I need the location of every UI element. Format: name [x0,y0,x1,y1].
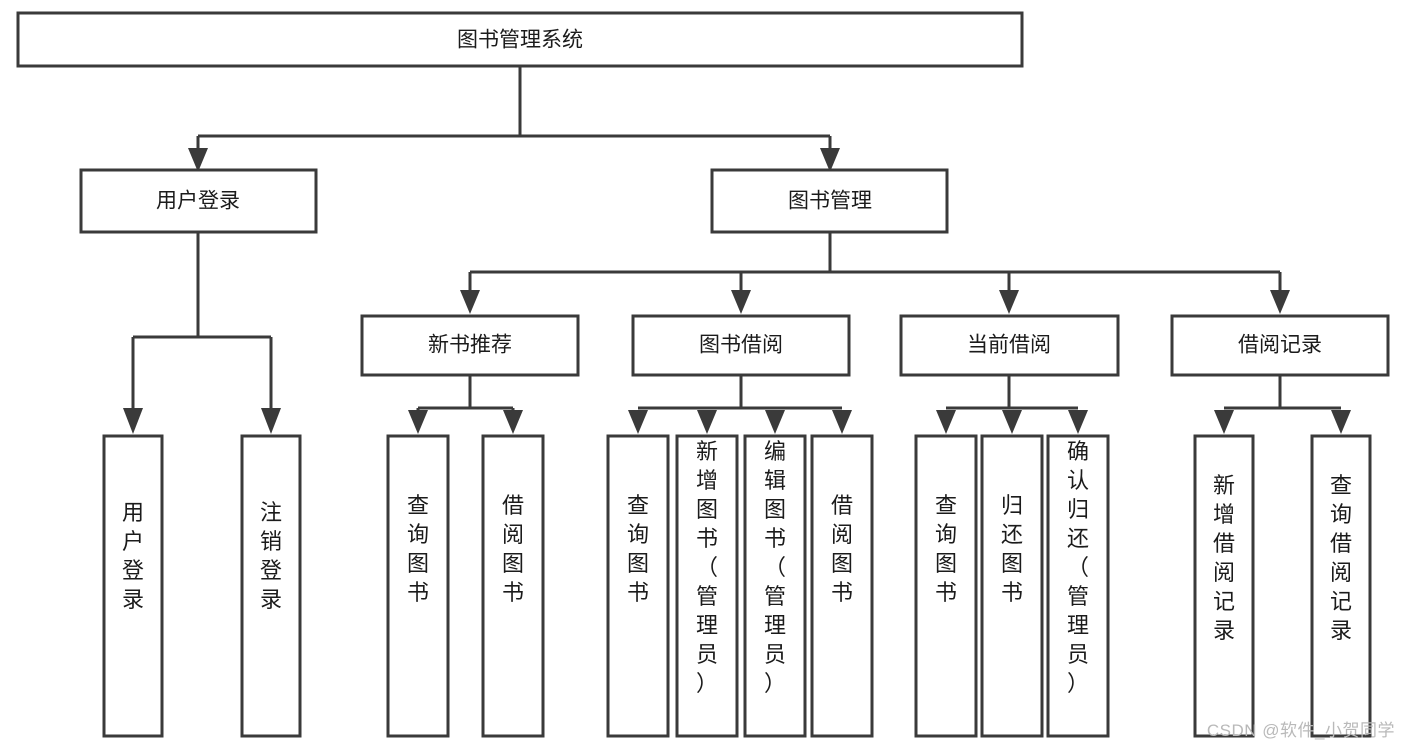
arrow-borrow-leaf-2 [697,410,717,434]
node-root-label: 图书管理系统 [457,29,583,52]
node-user-login-box[interactable] [79,168,318,234]
leaf-query-book-recommend[interactable]: 查询图书 [386,434,450,738]
node-book-borrow-label: 图书借阅 [699,334,783,357]
leaf-borrow-book[interactable]: 借阅图书 [810,434,874,738]
node-current-borrow[interactable]: 当前借阅 [899,314,1120,377]
arrow-book-mgmt-to-borrow [731,290,751,314]
leaf-query-book-recommend-label: 查询图书 [407,493,429,605]
connector-group-root [188,66,840,172]
connector-group-borrow [628,375,852,434]
arrow-user-login-leaf-2 [261,408,281,434]
arrow-root-to-book-mgmt [820,148,840,172]
arrow-current-leaf-1 [936,410,956,434]
leaf-return-book[interactable]: 归还图书 [980,434,1044,738]
leaf-return-book-label: 归还图书 [1001,493,1023,605]
node-new-book-recommend-box[interactable] [360,314,580,377]
leaf-edit-book-admin-box[interactable] [743,434,807,738]
arrow-book-mgmt-to-records [1270,290,1290,314]
leaf-borrow-book-label: 借阅图书 [831,493,853,605]
arrow-borrow-leaf-3 [765,410,785,434]
leaf-edit-book-admin-label: 编辑图书（管理员） [764,439,786,696]
node-user-login[interactable]: 用户登录 [79,168,318,234]
arrow-records-leaf-1 [1214,410,1234,434]
leaf-add-book-admin-label: 新增图书（管理员） [696,439,718,696]
csdn-watermark: CSDN @软件_小贺同学 [1206,721,1395,740]
leaf-edit-book-admin[interactable]: 编辑图书（管理员） [743,434,807,738]
leaf-user-login[interactable]: 用户登录 [102,434,164,738]
leaf-query-book-current[interactable]: 查询图书 [914,434,978,738]
arrow-book-mgmt-to-current [999,290,1019,314]
arrow-records-leaf-2 [1331,410,1351,434]
node-book-borrow[interactable]: 图书借阅 [631,314,851,377]
leaf-user-login-box[interactable] [102,434,164,738]
leaf-query-book-borrow-label: 查询图书 [627,493,649,605]
arrow-current-leaf-3 [1068,410,1088,434]
leaf-borrow-book-recommend-label: 借阅图书 [502,493,524,605]
arrow-borrow-leaf-1 [628,410,648,434]
node-borrow-records-label: 借阅记录 [1238,334,1322,357]
node-root[interactable]: 图书管理系统 [16,11,1024,68]
leaf-query-book-borrow[interactable]: 查询图书 [606,434,670,738]
connector-group-current [936,375,1088,434]
leaf-borrow-book-box[interactable] [810,434,874,738]
node-new-book-recommend-label: 新书推荐 [428,334,512,357]
connector-group-new-book [408,375,523,434]
node-borrow-records[interactable]: 借阅记录 [1170,314,1390,377]
leaf-add-borrow-record-label: 新增借阅记录 [1213,473,1235,643]
node-root-box[interactable] [16,11,1024,68]
connector-group-book-mgmt [460,232,1290,314]
connector-group-user-login [123,232,281,434]
node-current-borrow-box[interactable] [899,314,1120,377]
arrow-current-leaf-2 [1002,410,1022,434]
connector-group-records [1214,375,1351,434]
leaf-borrow-book-recommend[interactable]: 借阅图书 [481,434,545,738]
leaf-add-borrow-record-box[interactable] [1193,434,1255,738]
arrow-borrow-leaf-4 [832,410,852,434]
leaf-confirm-return-admin-box[interactable] [1046,434,1110,738]
node-book-management-label: 图书管理 [788,190,872,213]
leaf-query-book-borrow-box[interactable] [606,434,670,738]
node-book-management-box[interactable] [710,168,949,234]
leaf-query-book-current-label: 查询图书 [935,493,957,605]
arrow-new-book-leaf-2 [503,410,523,434]
leaf-logout-login-box[interactable] [240,434,302,738]
leaf-query-borrow-record[interactable]: 查询借阅记录 [1310,434,1372,738]
leaf-add-book-admin[interactable]: 新增图书（管理员） [675,434,739,738]
leaf-user-login-label: 用户登录 [122,500,144,612]
arrow-book-mgmt-to-new-book [460,290,480,314]
leaf-logout-login-label: 注销登录 [260,500,282,612]
leaf-logout-login[interactable]: 注销登录 [240,434,302,738]
node-book-management[interactable]: 图书管理 [710,168,949,234]
leaf-query-book-current-box[interactable] [914,434,978,738]
arrow-user-login-leaf-1 [123,408,143,434]
node-borrow-records-box[interactable] [1170,314,1390,377]
leaf-confirm-return-admin[interactable]: 确认归还（管理员） [1046,434,1110,738]
leaf-query-borrow-record-box[interactable] [1310,434,1372,738]
leaf-query-book-recommend-box[interactable] [386,434,450,738]
arrow-new-book-leaf-1 [408,410,428,434]
arrow-root-to-user-login [188,148,208,172]
node-new-book-recommend[interactable]: 新书推荐 [360,314,580,377]
leaf-confirm-return-admin-label: 确认归还（管理员） [1067,439,1089,696]
leaf-borrow-book-recommend-box[interactable] [481,434,545,738]
leaf-add-book-admin-box[interactable] [675,434,739,738]
node-user-login-label: 用户登录 [156,190,240,213]
leaf-return-book-box[interactable] [980,434,1044,738]
leaf-query-borrow-record-label: 查询借阅记录 [1330,473,1352,643]
node-book-borrow-box[interactable] [631,314,851,377]
node-current-borrow-label: 当前借阅 [967,334,1051,357]
leaf-add-borrow-record[interactable]: 新增借阅记录 [1193,434,1255,738]
